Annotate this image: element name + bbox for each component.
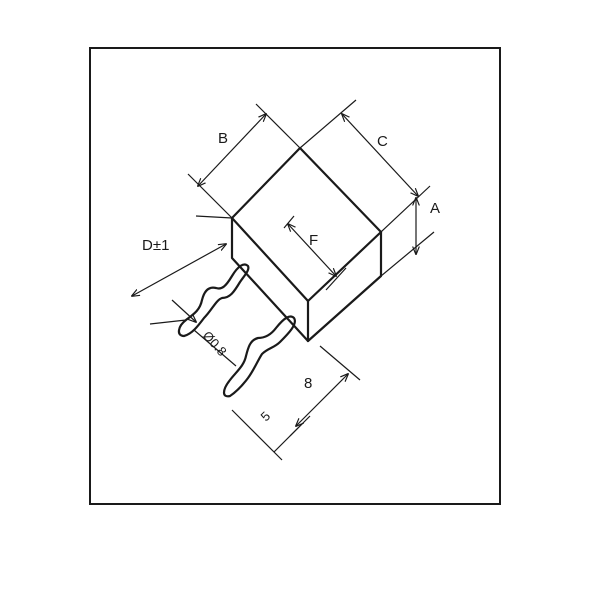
label-b: B [218,130,228,147]
dimension-a [380,198,435,277]
label-lead-diameter: Ø0.8 [200,328,230,359]
label-lead-length: 8 [304,375,312,392]
body-front-face [230,216,310,343]
body-top-face [230,146,383,303]
dimension-d [132,215,233,325]
right-lead [222,315,296,398]
dimension-lead-length [296,345,361,426]
label-c: C [377,133,388,150]
dimension-f [283,215,347,291]
drawing-frame [89,47,501,505]
body-side-face [306,230,383,343]
dimension-c [299,99,431,233]
label-d: D±1 [142,237,169,254]
label-f: F [309,232,318,249]
dimension-b [187,103,301,219]
left-lead [177,263,250,338]
lead-wires [177,263,296,398]
label-a: A [430,200,440,217]
label-lead-pitch: 5 [258,408,274,424]
dimension-lead-diameter [171,299,237,367]
dimension-lead-pitch [231,409,311,461]
